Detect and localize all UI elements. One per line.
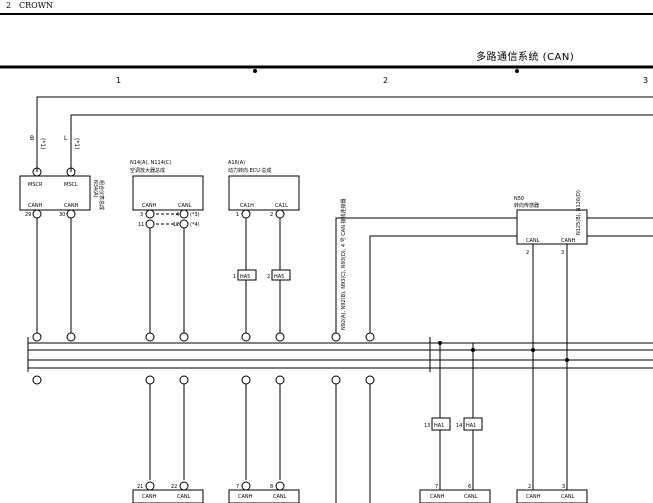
component-box xyxy=(228,175,300,211)
svg-text:CANL: CANL xyxy=(178,203,192,209)
svg-text:HA5: HA5 xyxy=(274,274,284,280)
junction-ha1: HA1 HA1 13 14 xyxy=(424,417,483,431)
svg-text:3: 3 xyxy=(140,212,143,218)
svg-text:7: 7 xyxy=(435,484,438,490)
svg-text:6: 6 xyxy=(468,484,471,490)
svg-text:CANL: CANL xyxy=(561,494,575,500)
svg-text:HA5: HA5 xyxy=(240,274,250,280)
svg-text:3: 3 xyxy=(561,250,564,256)
svg-text:14: 14 xyxy=(456,423,462,429)
wire-annotation: (*1) xyxy=(73,138,80,150)
wire-annotation: (*1) xyxy=(39,138,46,150)
component-box xyxy=(132,175,204,211)
page-header: 2 CROWN xyxy=(0,0,653,14)
svg-text:CANH: CANH xyxy=(142,203,157,209)
component-ac-amplifier: N14(A), N114(C) 空调放大器总成 CANH CANL 3 4 11… xyxy=(130,160,204,229)
pin-circle xyxy=(32,209,42,219)
pin-circle xyxy=(275,209,285,219)
svg-text:CANH: CANH xyxy=(430,494,445,500)
svg-text:CANH: CANH xyxy=(561,238,576,244)
svg-text:2: 2 xyxy=(267,274,270,280)
component-id: N14(A), N114(C) xyxy=(130,160,171,166)
junction-box xyxy=(237,269,257,281)
svg-text:CANH: CANH xyxy=(526,494,541,500)
pin-circle xyxy=(66,209,76,219)
svg-text:CANL: CANL xyxy=(526,238,540,244)
svg-text:8: 8 xyxy=(270,484,273,490)
pin-circle xyxy=(241,209,251,219)
junction-box xyxy=(463,417,483,431)
svg-text:22: 22 xyxy=(171,484,177,490)
wire-color-label: B xyxy=(30,135,34,142)
svg-text:3: 3 xyxy=(562,484,565,490)
component-id: N50 xyxy=(514,196,524,202)
bottom-components: CANH CANL CANH CANL CANH CANL CANH CANL … xyxy=(132,481,588,503)
wire-color-label: L xyxy=(64,135,68,142)
svg-text:MSCL: MSCL xyxy=(64,182,78,188)
component-id: N125(B), N126(D) xyxy=(576,190,582,235)
svg-text:CANH: CANH xyxy=(64,203,79,209)
svg-text:7: 7 xyxy=(236,484,239,490)
svg-text:2: 2 xyxy=(526,250,529,256)
pin-circle xyxy=(145,219,155,229)
junction-box xyxy=(431,417,451,431)
bus-pins xyxy=(32,332,569,385)
loop-wires xyxy=(36,96,653,172)
component-box xyxy=(19,175,91,211)
component-id: A16(A) xyxy=(228,160,245,166)
svg-text:CANL: CANL xyxy=(464,494,478,500)
component-name: 转向传感器 xyxy=(514,202,539,209)
pin-circle xyxy=(179,209,189,219)
svg-text:13: 13 xyxy=(424,423,430,429)
can-bus xyxy=(27,337,653,372)
component-name: 组合仪表总成 xyxy=(98,180,105,210)
pin-circle xyxy=(145,209,155,219)
svg-text:12: 12 xyxy=(173,222,179,228)
svg-text:21: 21 xyxy=(137,484,143,490)
column-label: 3 xyxy=(643,76,648,85)
component-power-steering-ecu: A16(A) 动力转向 ECU 总成 CA1H CA1L 1 2 xyxy=(228,160,300,219)
junction-box xyxy=(271,269,291,281)
svg-text:CANL: CANL xyxy=(177,494,191,500)
pin-circle xyxy=(179,219,189,229)
junction-ha5: HA5 HA5 1 2 xyxy=(233,269,291,281)
svg-text:HA1: HA1 xyxy=(466,423,476,429)
page-number: 2 xyxy=(6,1,12,10)
svg-text:CANH: CANH xyxy=(28,203,43,209)
svg-text:29: 29 xyxy=(25,212,31,218)
svg-text:30: 30 xyxy=(59,212,65,218)
column-label: 2 xyxy=(383,76,388,85)
svg-text:2: 2 xyxy=(270,212,273,218)
svg-text:CANH: CANH xyxy=(142,494,157,500)
annotation: (*4) xyxy=(190,222,200,228)
svg-text:1: 1 xyxy=(233,274,236,280)
svg-text:2: 2 xyxy=(528,484,531,490)
junction-connector-label: N92(A), N92(B), N93(C), N93(D), 4 号 CAN … xyxy=(340,198,347,330)
svg-text:CA1L: CA1L xyxy=(275,203,288,209)
component-name: 空调放大器总成 xyxy=(130,167,165,174)
svg-text:1: 1 xyxy=(236,212,239,218)
lower-wires xyxy=(149,343,474,503)
svg-text:CANH: CANH xyxy=(238,494,253,500)
column-label: 1 xyxy=(116,76,121,85)
component-steering-sensor: N50 转向传感器 CANL CANH 2 3 xyxy=(514,196,588,500)
svg-text:CA1H: CA1H xyxy=(240,203,254,209)
system-title: 多路通信系统 (CAN) xyxy=(476,52,575,63)
component-name: 动力转向 ECU 总成 xyxy=(228,167,272,174)
svg-text:11: 11 xyxy=(138,222,144,228)
svg-text:MSCR: MSCR xyxy=(28,182,43,188)
annotation: (*3) xyxy=(190,212,200,218)
svg-text:HA1: HA1 xyxy=(434,423,444,429)
svg-text:CANL: CANL xyxy=(273,494,287,500)
vehicle-model: CROWN xyxy=(19,1,53,10)
component-box xyxy=(516,209,588,245)
component-id: N34(A) xyxy=(92,180,98,197)
svg-text:4: 4 xyxy=(176,212,179,218)
section-marker xyxy=(515,69,519,73)
section-marker xyxy=(253,69,257,73)
component-combination-meter: MSCR MSCL CANH CANH 29 30 N34(A) 组合仪表总成 xyxy=(19,167,105,219)
